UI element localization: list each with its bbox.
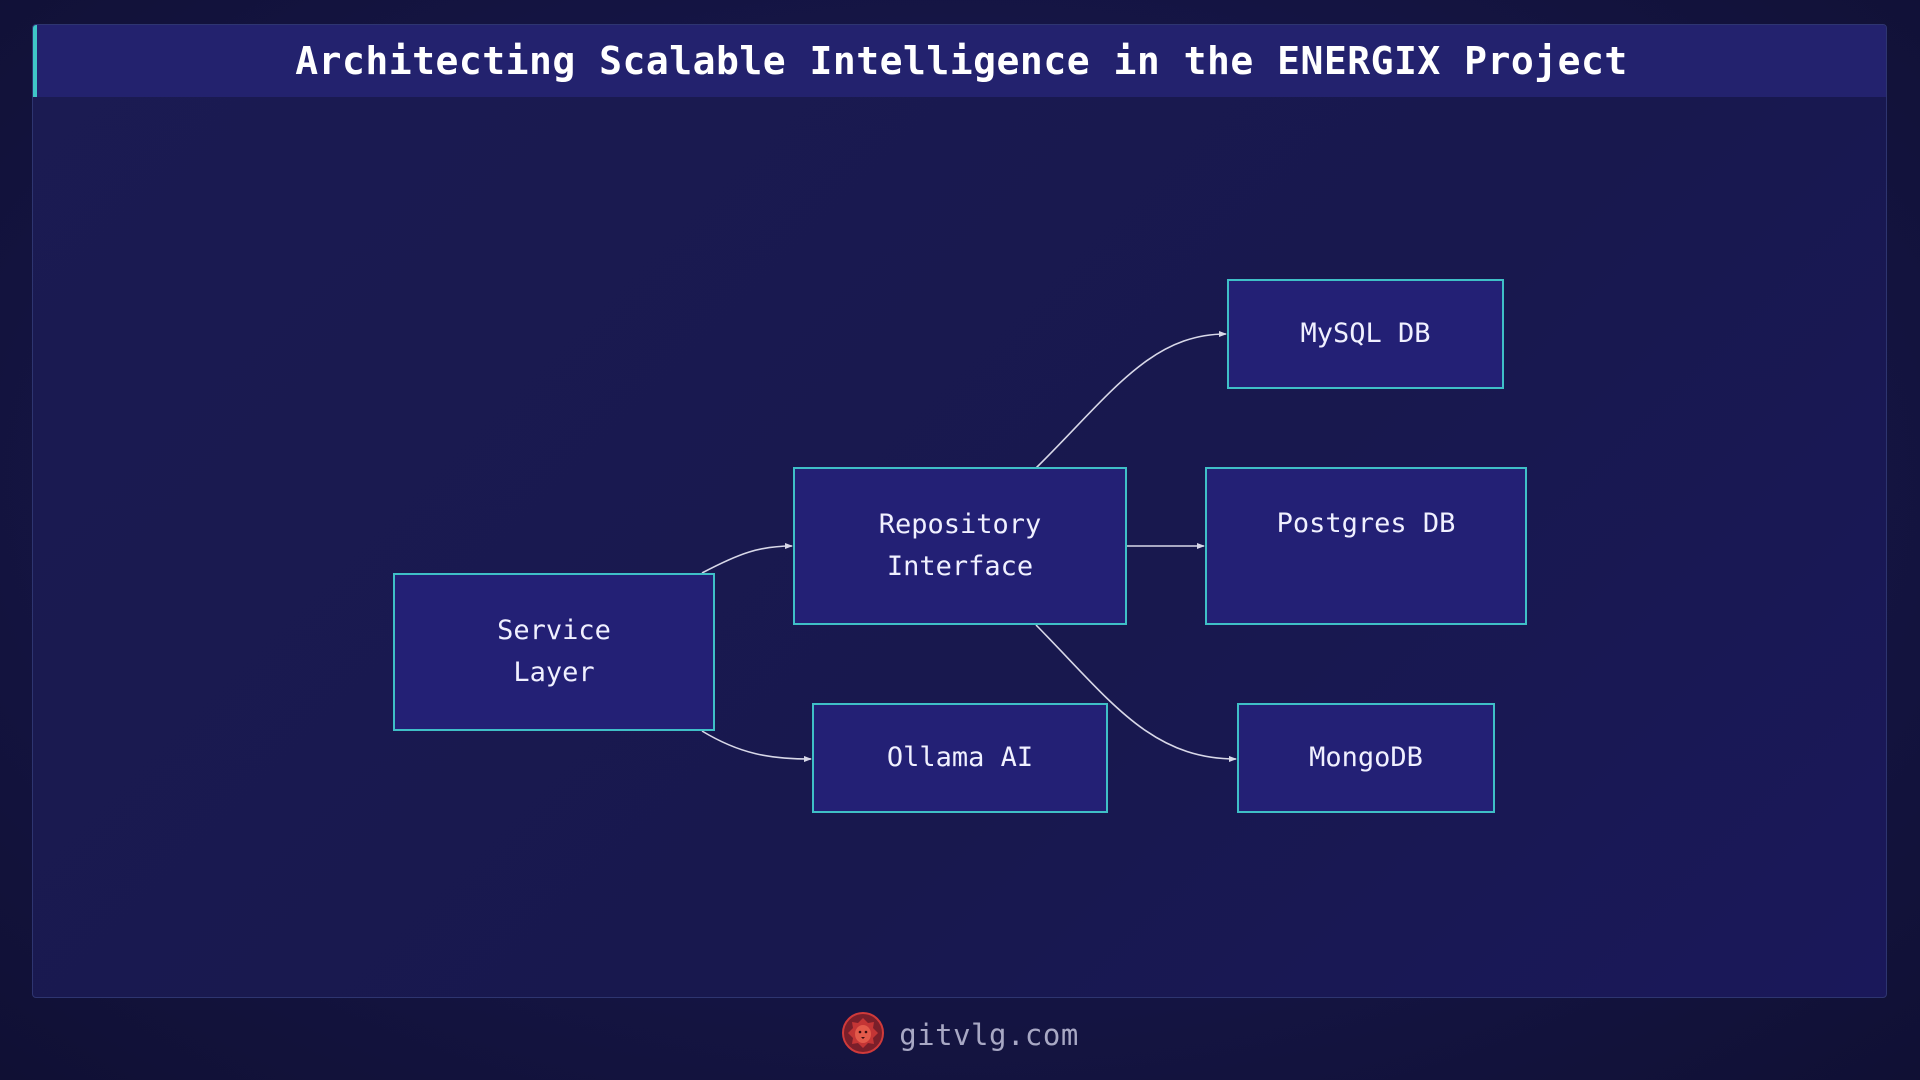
node-service-layer: Service Layer (393, 573, 715, 731)
node-mongodb: MongoDB (1237, 703, 1495, 813)
page-title: Architecting Scalable Intelligence in th… (295, 39, 1628, 83)
node-postgres-db: Postgres DB (1205, 467, 1527, 625)
node-label: MongoDB (1309, 742, 1423, 773)
title-bar: Architecting Scalable Intelligence in th… (33, 25, 1886, 97)
footer: gitvlg.com (0, 1010, 1920, 1060)
lion-head-icon (841, 1011, 885, 1059)
node-repository-interface: Repository Interface (793, 467, 1127, 625)
node-label: Repository Interface (878, 509, 1042, 582)
site-link[interactable]: gitvlg.com (899, 1018, 1079, 1052)
node-label: MySQL DB (1300, 318, 1431, 349)
node-mysql-db: MySQL DB (1227, 279, 1504, 389)
node-label: Service Layer (497, 615, 611, 688)
node-ollama-ai: Ollama AI (812, 703, 1108, 813)
node-label: Postgres DB (1276, 508, 1456, 539)
diagram-card: Architecting Scalable Intelligence in th… (32, 24, 1887, 998)
node-label: Ollama AI (886, 742, 1034, 773)
